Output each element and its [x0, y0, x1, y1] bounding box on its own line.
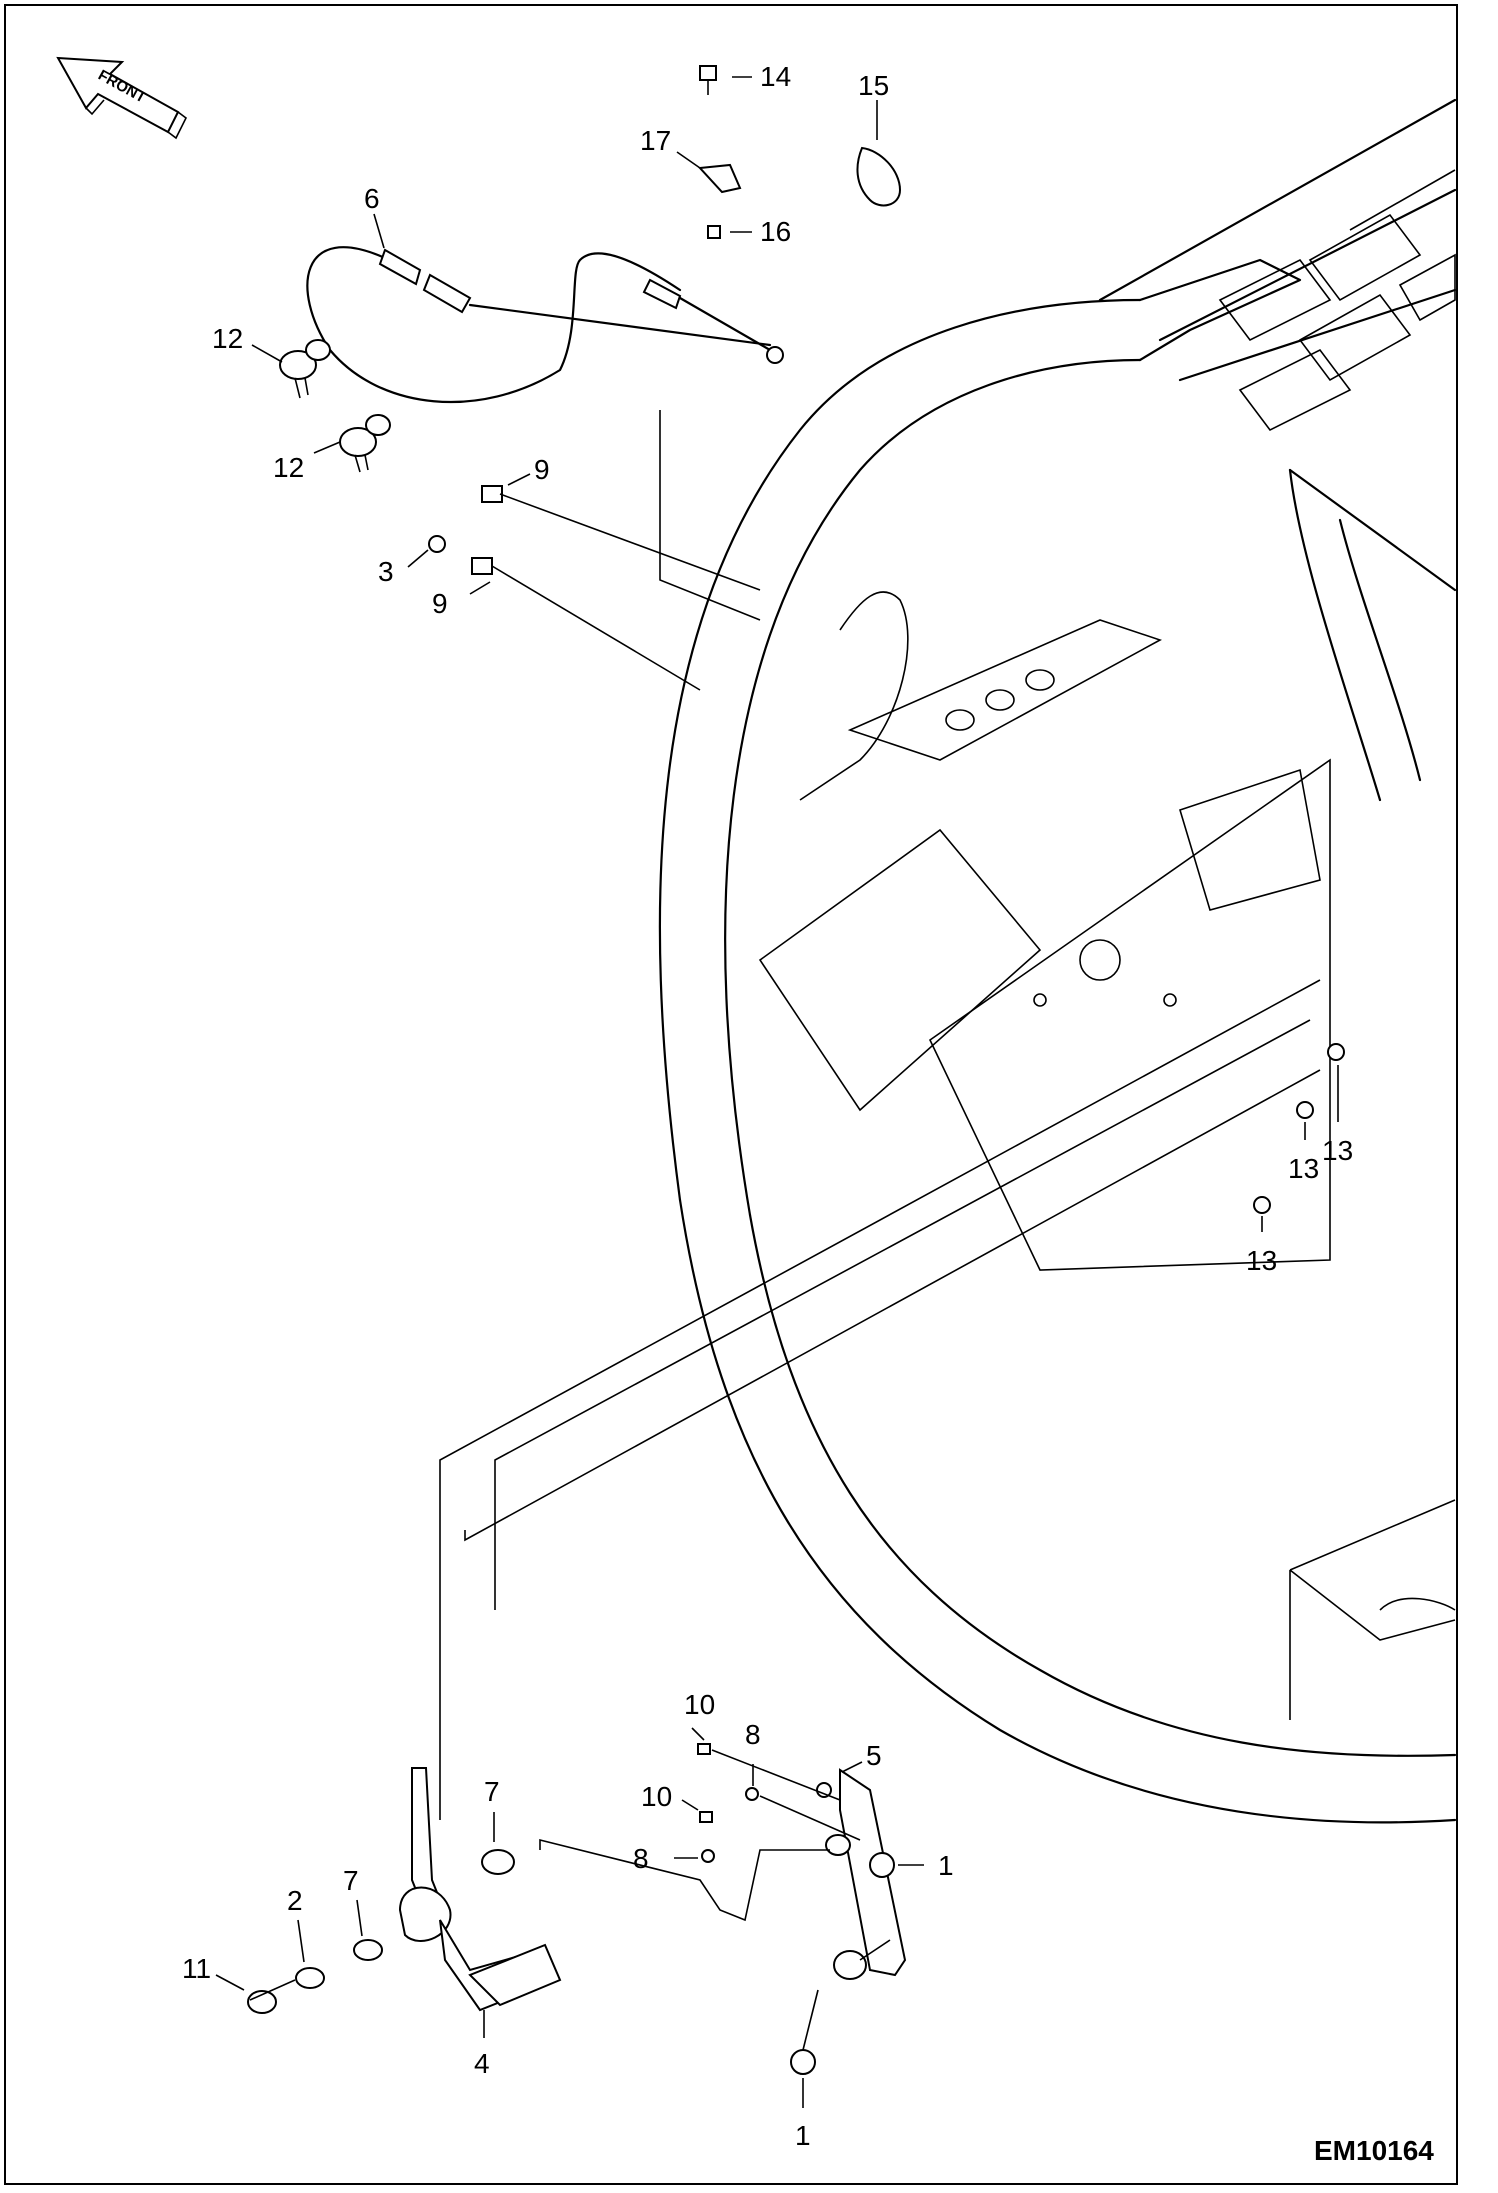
svg-text:12: 12: [212, 323, 243, 354]
svg-text:17: 17: [640, 125, 671, 156]
bolt-icon: [699, 65, 717, 95]
svg-text:5: 5: [866, 1740, 882, 1771]
nut-icon: [1253, 1196, 1271, 1214]
hose-clamp-icon: [339, 414, 391, 473]
callout: 3: [378, 549, 429, 587]
front-arrow-icon: FRONT: [56, 56, 188, 140]
callout: 6: [364, 183, 385, 249]
svg-text:9: 9: [534, 454, 550, 485]
callout: 11: [182, 1953, 245, 1991]
callout: 9: [507, 454, 550, 486]
nut-icon: [707, 225, 721, 239]
svg-text:12: 12: [273, 452, 304, 483]
callout: 10: [641, 1781, 699, 1812]
svg-text:7: 7: [343, 1865, 359, 1896]
bolt-icon: [471, 557, 701, 691]
svg-text:10: 10: [684, 1689, 715, 1720]
callout: 14: [732, 61, 791, 92]
callout: 16: [730, 216, 791, 247]
washer-icon: [428, 535, 446, 553]
callout: 17: [640, 125, 701, 169]
callout: 7: [343, 1865, 363, 1937]
svg-text:15: 15: [858, 70, 889, 101]
callouts: 14 15 17 16 6 12 12 9 3 9 13 13 13 10 8 …: [182, 61, 1353, 2151]
callout: 2: [287, 1885, 305, 1963]
callout: 9: [432, 581, 491, 619]
leader-lines: [439, 410, 1321, 1820]
svg-text:8: 8: [745, 1719, 761, 1750]
hose-clamp-icon: [279, 339, 331, 399]
svg-text:13: 13: [1322, 1135, 1353, 1166]
svg-text:1: 1: [938, 1850, 954, 1881]
nut-icon: [1327, 1043, 1345, 1061]
callout: 1: [898, 1850, 954, 1881]
callout: 7: [484, 1776, 500, 1842]
svg-text:4: 4: [474, 2048, 490, 2079]
nut-icon: [1296, 1101, 1314, 1119]
svg-text:1: 1: [795, 2120, 811, 2151]
svg-text:13: 13: [1288, 1153, 1319, 1184]
throttle-cable: [306, 246, 784, 404]
svg-text:16: 16: [760, 216, 791, 247]
svg-text:6: 6: [364, 183, 380, 214]
callout: 12: [212, 323, 283, 363]
callout: 10: [684, 1689, 715, 1741]
svg-text:9: 9: [432, 588, 448, 619]
svg-text:14: 14: [760, 61, 791, 92]
callout: 8: [633, 1843, 698, 1874]
roll-cage: [658, 98, 1457, 1824]
clip-icon: [697, 163, 742, 194]
drawing-code: EM10164: [1314, 2135, 1434, 2166]
svg-text:10: 10: [641, 1781, 672, 1812]
callout: 8: [745, 1719, 761, 1786]
bolt-icon: [481, 485, 761, 591]
svg-text:7: 7: [484, 1776, 500, 1807]
pedal-assembly: [247, 1743, 907, 2075]
callout: 13: [1288, 1122, 1319, 1184]
callout: 1: [795, 2078, 811, 2151]
svg-text:13: 13: [1246, 1245, 1277, 1276]
svg-text:2: 2: [287, 1885, 303, 1916]
callout: 13: [1322, 1065, 1353, 1166]
callout: 12: [273, 441, 341, 483]
svg-text:8: 8: [633, 1843, 649, 1874]
cable-tie-icon: [856, 146, 902, 207]
svg-text:11: 11: [182, 1953, 211, 1984]
svg-text:3: 3: [378, 556, 394, 587]
callout: 4: [474, 2010, 490, 2079]
callout: 15: [858, 70, 889, 140]
callout: 13: [1246, 1216, 1277, 1276]
callout: 5: [841, 1740, 882, 1773]
